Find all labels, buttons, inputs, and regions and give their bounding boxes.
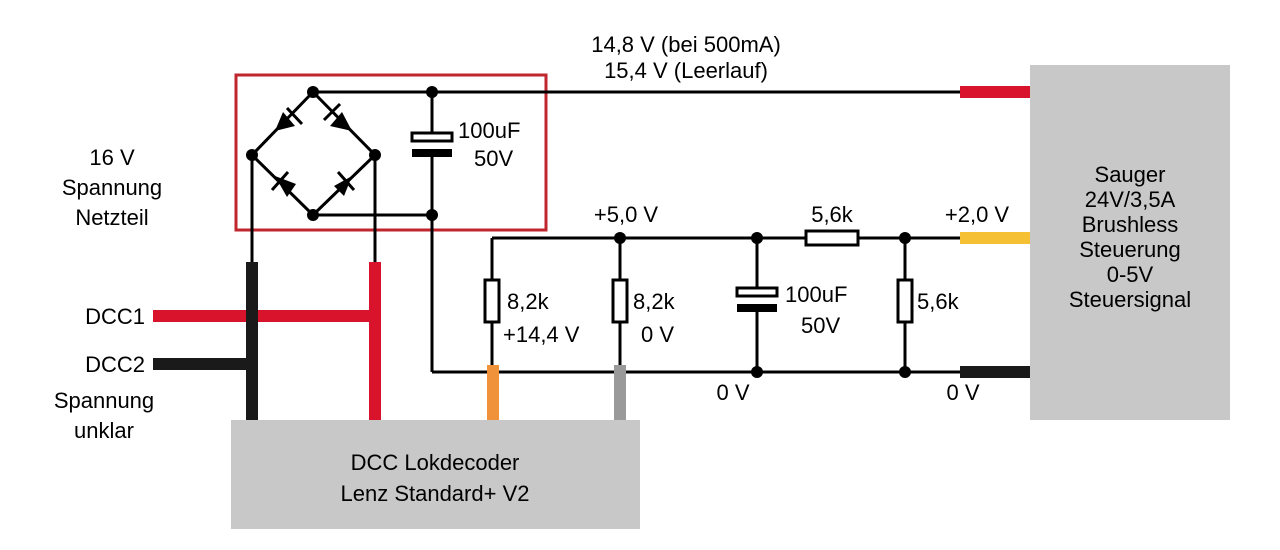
label-unknown-line1: Spannung: [54, 388, 154, 413]
decoder-box: [231, 420, 640, 529]
sauger-line2: 24V/3,5A: [1085, 187, 1176, 212]
label-psu-line3: Netzteil: [75, 205, 148, 230]
label-v-plus2: +2,0 V: [945, 202, 1010, 227]
wire-yellow-signal: [960, 232, 1030, 244]
label-dcc2: DCC2: [85, 352, 145, 377]
resistor-series: [804, 229, 860, 247]
label-unknown-line2: unklar: [74, 418, 134, 443]
capacitor-1: [410, 131, 454, 157]
capacitor-2: [735, 286, 779, 312]
label-cap1-value: 100uF: [458, 118, 520, 143]
sauger-line5: 0-5V: [1107, 262, 1154, 287]
sauger-box: [1030, 65, 1230, 420]
label-voltage-idle: 15,4 V (Leerlauf): [604, 58, 768, 83]
label-cap2-value: 100uF: [785, 282, 847, 307]
diode-top-left: [275, 106, 304, 131]
wire-red-output: [960, 86, 1030, 98]
label-gnd-right: 0 V: [946, 380, 979, 405]
label-dcc1: DCC1: [85, 304, 145, 329]
sauger-line4: Steuerung: [1079, 237, 1181, 262]
five-volt-rail: [490, 236, 960, 372]
rectifier-wires: [250, 90, 960, 374]
label-cap1-voltage: 50V: [474, 146, 513, 171]
diode-bottom-right: [334, 171, 356, 196]
resistor-1: [483, 278, 501, 324]
wire-orange: [487, 365, 499, 420]
rectifier-frame: [234, 73, 548, 232]
label-psu-line1: 16 V: [89, 145, 135, 170]
resistor-shunt: [896, 278, 914, 324]
label-voltage-load: 14,8 V (bei 500mA): [591, 32, 781, 57]
bridge-rectifier: [250, 89, 378, 218]
wire-red-vertical: [369, 262, 381, 420]
sauger-line3: Brushless: [1082, 212, 1179, 237]
junction-dots: [246, 86, 911, 378]
decoder-title-line2: Lenz Standard+ V2: [341, 481, 530, 506]
decoder-title-line1: DCC Lokdecoder: [351, 450, 520, 475]
diode-bottom-left: [270, 171, 296, 197]
label-r-shunt: 5,6k: [917, 289, 960, 314]
label-r1: 8,2k: [507, 289, 550, 314]
label-r1-voltage: +14,4 V: [503, 322, 580, 347]
wire-grey: [614, 365, 626, 420]
sauger-line6: Steuersignal: [1069, 287, 1191, 312]
label-v-plus5: +5,0 V: [594, 202, 659, 227]
label-psu-line2: Spannung: [62, 175, 162, 200]
wire-dcc2-horizontal: [153, 358, 253, 370]
wire-dcc1-horizontal: [153, 310, 381, 322]
colored-wires: [153, 86, 1030, 420]
label-r-series: 5,6k: [811, 202, 854, 227]
label-cap2-voltage: 50V: [801, 313, 840, 338]
wire-black-ground: [960, 366, 1030, 378]
wire-black-vertical: [246, 262, 258, 420]
resistor-2: [611, 278, 629, 324]
sauger-line1: Sauger: [1095, 162, 1166, 187]
label-r2: 8,2k: [633, 289, 676, 314]
diode-top-right: [322, 102, 352, 131]
label-r2-voltage: 0 V: [641, 322, 674, 347]
label-gnd-mid: 0 V: [716, 380, 749, 405]
